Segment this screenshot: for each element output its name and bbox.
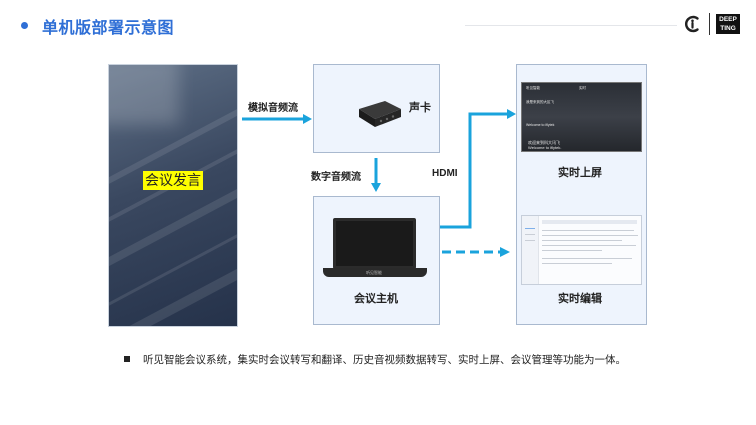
arrow-hdmi-head [507,109,516,119]
digital-audio-label: 数字音频流 [311,168,361,183]
footer-description: 听见智能会议系统，集实时会议转写和翻译、历史音视频数据转写、实时上屏、会议管理等… [143,352,626,367]
footer-bullet [124,356,130,362]
hdmi-label: HDMI [432,168,458,179]
arrow-edit-head [500,247,510,257]
arrow-analog-head [303,114,312,124]
analog-audio-label: 模拟音频流 [248,99,298,114]
arrow-digital-head [371,183,381,192]
